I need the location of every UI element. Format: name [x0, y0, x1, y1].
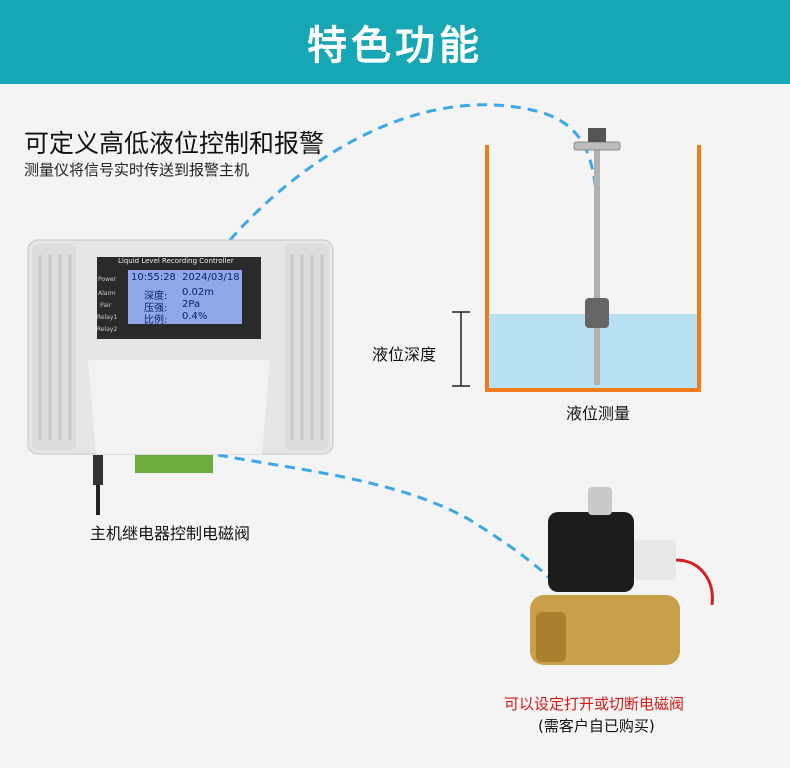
lcd-ratio-label: 比例:	[144, 315, 168, 326]
terminal-block	[135, 455, 213, 473]
controller-fin-left	[32, 244, 76, 450]
lcd-display	[128, 270, 242, 324]
valve-coil	[548, 512, 634, 592]
dashed-link-valve	[217, 453, 554, 582]
lcd-pressure-value: 2Pa	[182, 299, 201, 310]
probe-float	[585, 298, 609, 328]
valve-wire	[675, 558, 714, 606]
indicator-alarm: Alarm	[98, 290, 116, 297]
cable	[96, 485, 100, 515]
indicator-relay2: Relay2	[97, 326, 118, 333]
lcd-time: 10:55:28	[131, 272, 176, 283]
controller-title: Liquid Level Recording Controller	[118, 257, 234, 265]
valve-port	[536, 612, 566, 662]
controller-fin-right	[285, 244, 329, 450]
lcd-ratio-value: 0.4%	[182, 311, 208, 322]
banner-title: 特色功能	[307, 23, 483, 69]
indicator-pair: Pair	[100, 302, 112, 309]
valve-caption: 可以设定打开或切断电磁阀	[504, 695, 685, 713]
relay-caption: 主机继电器控制电磁阀	[90, 524, 251, 543]
valve-body	[530, 595, 680, 665]
controller-lower-cover	[88, 360, 270, 454]
feature-subheading: 测量仪将信号实时传送到报警主机	[24, 161, 250, 179]
probe-rod	[594, 150, 600, 385]
depth-label: 液位深度	[372, 345, 437, 364]
lcd-depth-value: 0.02m	[182, 287, 215, 298]
valve-connector	[634, 540, 676, 580]
feature-heading: 可定义高低液位控制和报警	[24, 129, 325, 158]
title-banner: 特色功能	[0, 0, 790, 84]
lcd-depth-label: 深度:	[144, 291, 168, 302]
probe-head	[588, 128, 606, 142]
valve-cap	[588, 487, 612, 515]
lcd-date: 2024/03/18	[182, 272, 240, 283]
lcd-pressure-label: 压强:	[144, 303, 168, 314]
probe-flange	[573, 141, 621, 151]
cable-gland	[93, 455, 103, 485]
indicator-power: Power	[98, 276, 117, 283]
tank-outline	[485, 145, 701, 392]
tank-caption: 液位测量	[566, 404, 631, 423]
indicator-relay1: Relay1	[97, 314, 118, 321]
valve-note: (需客户自已购买)	[538, 717, 655, 735]
